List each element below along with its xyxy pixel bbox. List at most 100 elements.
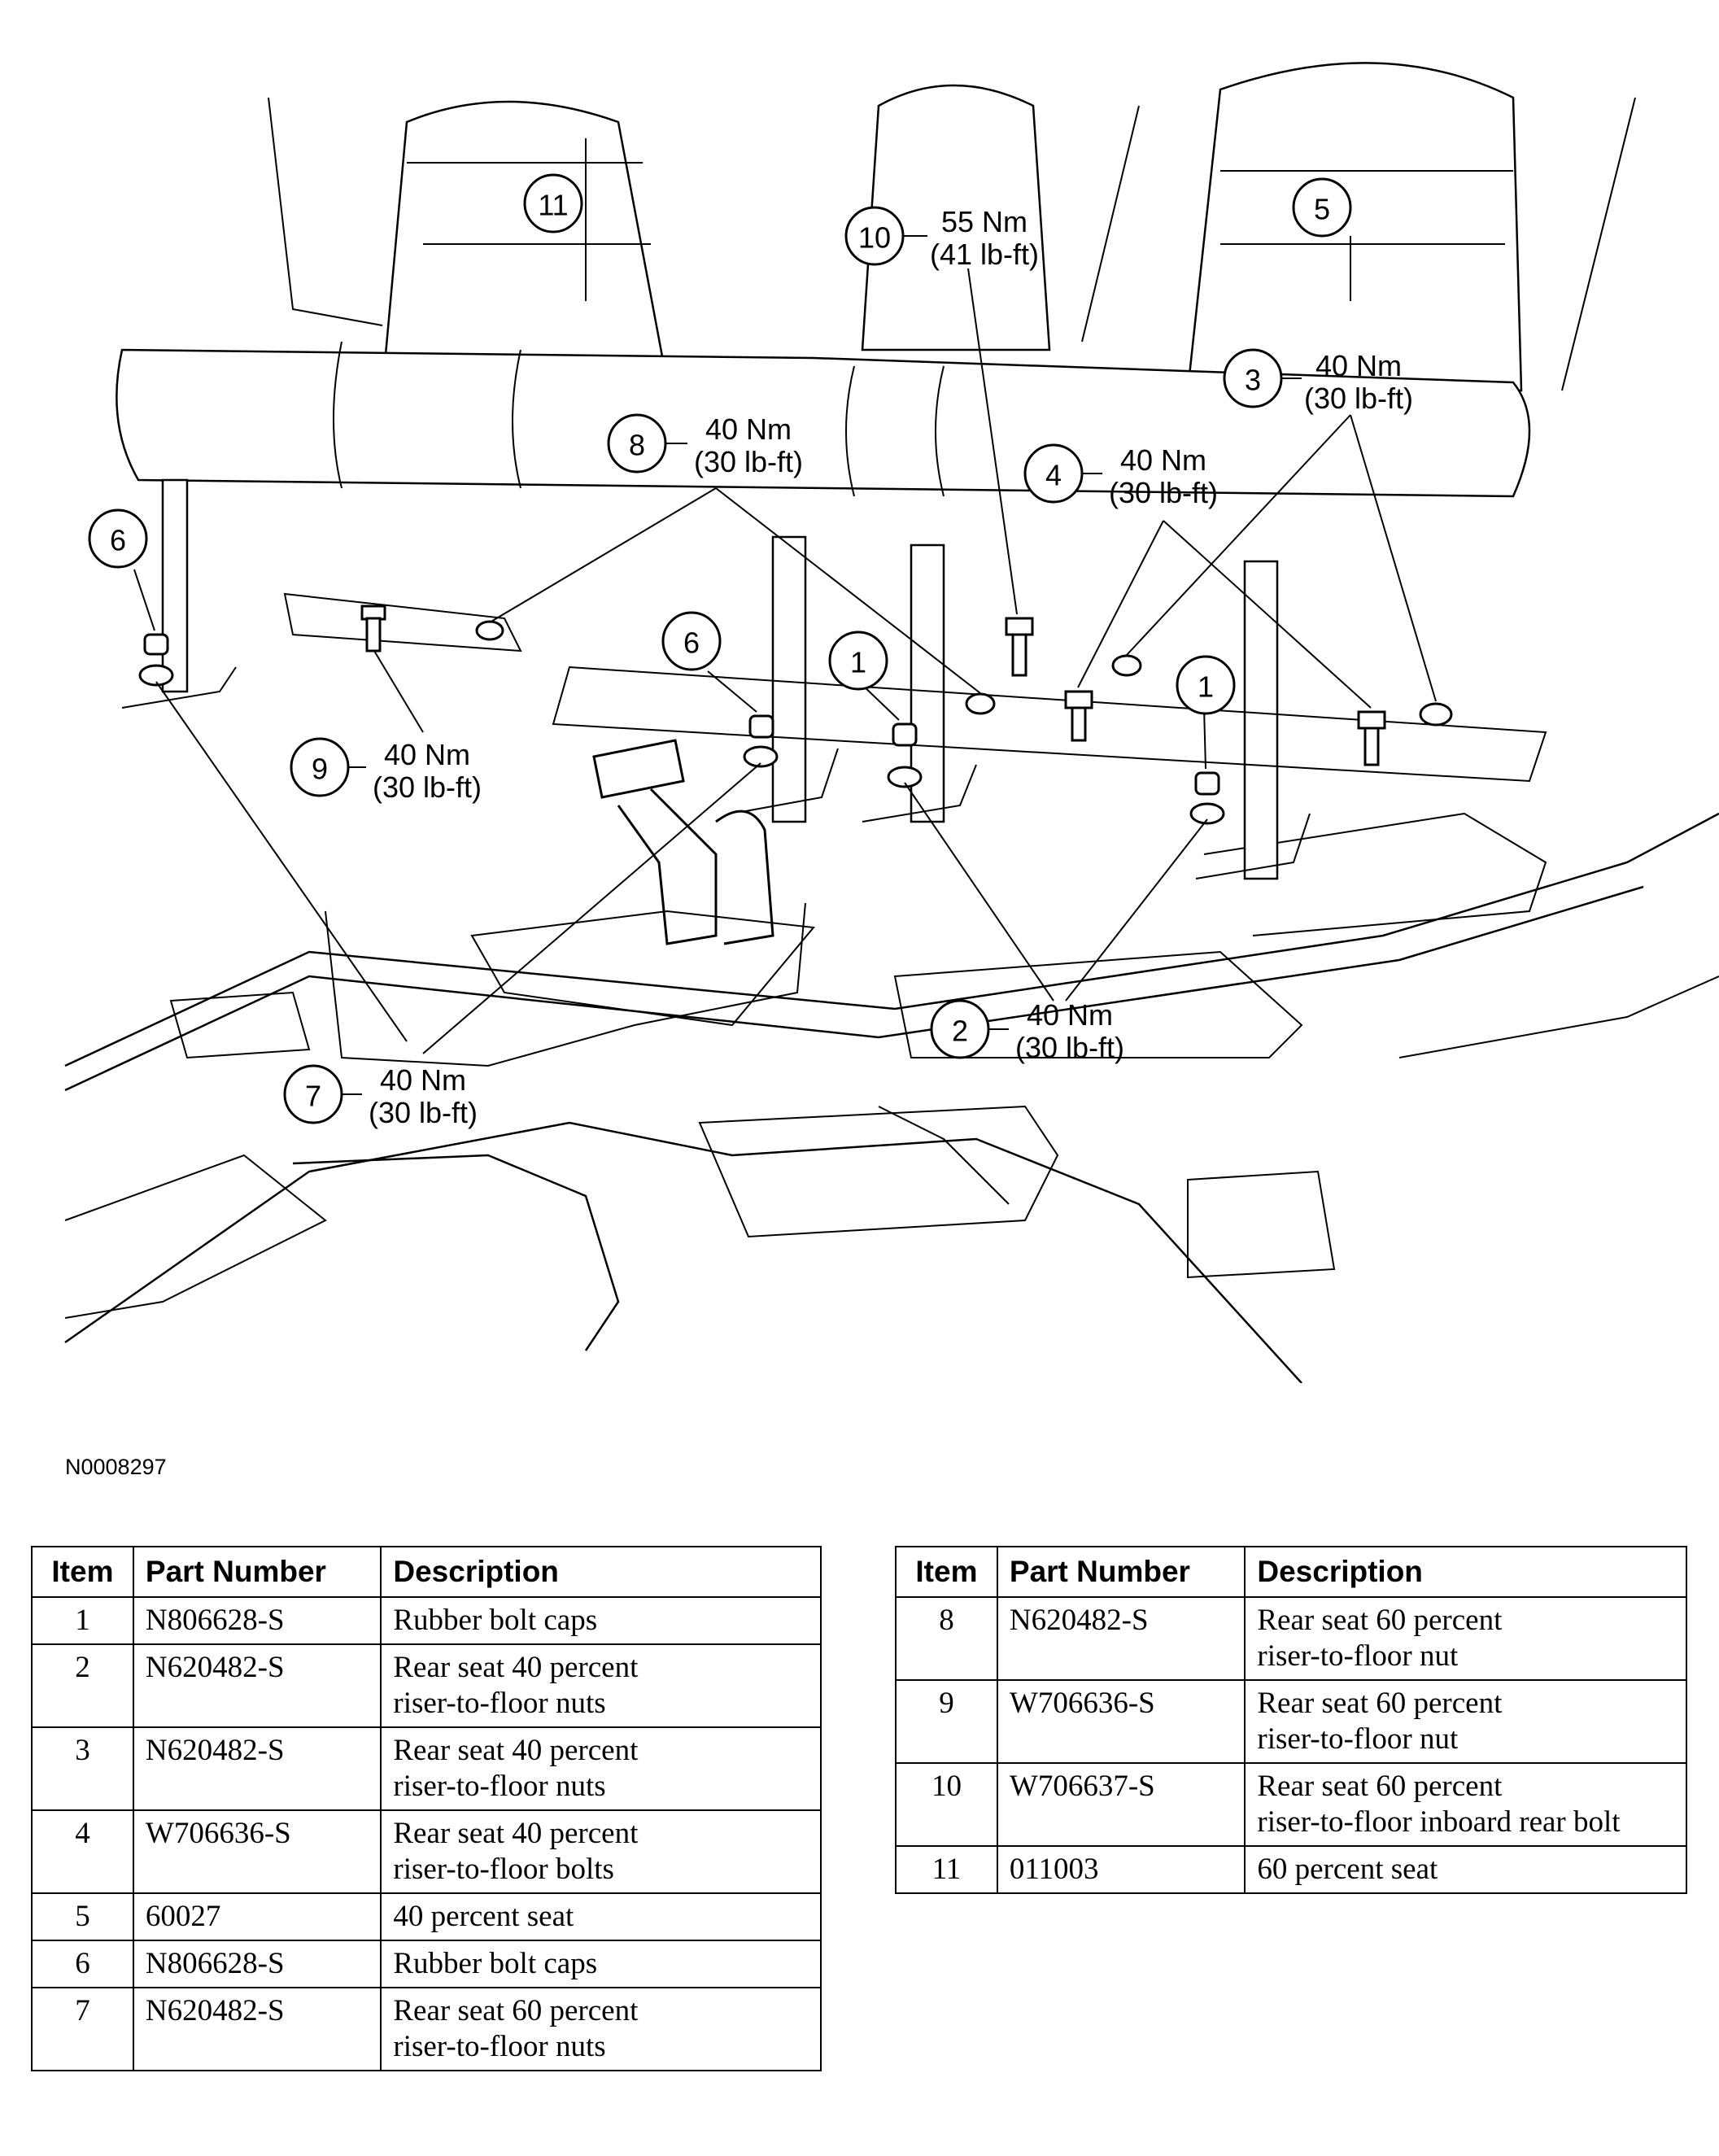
description-line: Rubber bolt caps [393,1947,598,1980]
item-cell: 5 [31,1892,134,1941]
part-number-cell: 60027 [132,1892,382,1941]
item-cell: 7 [31,1987,134,2071]
callout-1-right: 1 [1176,655,1236,715]
item-cell: 11 [895,1845,998,1894]
header-part-number: Part Number [132,1546,382,1598]
description-line: Rear seat 40 percent [393,1817,639,1850]
description-line: riser-to-floor nuts [393,1687,606,1720]
description-line: riser-to-floor nut [1257,1722,1459,1756]
part-number-cell: N620482-S [132,1643,382,1728]
description-line: Rear seat 60 percent [1257,1770,1503,1803]
svg-text:(30 lb-ft): (30 lb-ft) [1109,476,1218,509]
svg-text:7: 7 [305,1080,321,1113]
svg-text:40 Nm: 40 Nm [1120,443,1206,477]
nut-3a [1111,654,1142,677]
nut-cap-6b [743,714,779,768]
description-line: riser-to-floor bolts [393,1853,614,1886]
callout-2: 2 40 Nm (30 lb-ft) [930,998,1124,1064]
svg-text:(41 lb-ft): (41 lb-ft) [930,238,1039,271]
seat-risers [121,478,1547,880]
part-number-cell: N620482-S [132,1987,382,2071]
nut-cap-1a [887,722,923,788]
part-number-cell: W706636-S [132,1809,382,1894]
svg-text:(30 lb-ft): (30 lb-ft) [369,1096,478,1129]
description-line: riser-to-floor nuts [393,2030,606,2063]
callout-9: 9 40 Nm (30 lb-ft) [290,737,482,804]
fasteners [138,604,1453,825]
description-cell: Rubber bolt caps [380,1940,822,1988]
callout-6-center: 6 [661,611,722,671]
svg-text:3: 3 [1245,364,1261,397]
item-cell: 10 [895,1762,998,1847]
description-line: 60 percent seat [1257,1853,1438,1886]
leader-lines [133,138,1437,1054]
svg-text:40 Nm: 40 Nm [380,1063,466,1097]
header-description: Description [1244,1546,1687,1598]
callout-5: 5 [1292,177,1352,238]
part-number-cell: N806628-S [132,1596,382,1645]
table-row: 1 N806628-S Rubber bolt caps [31,1596,822,1645]
part-number-cell: N806628-S [132,1940,382,1988]
seat-backs [268,62,1636,392]
svg-text:40 Nm: 40 Nm [1027,998,1113,1032]
svg-text:10: 10 [858,221,891,255]
svg-text:40 Nm: 40 Nm [384,738,470,771]
svg-text:40 Nm: 40 Nm [705,412,792,446]
item-cell: 9 [895,1679,998,1764]
bolt-4a [1064,690,1093,742]
description-line: riser-to-floor nut [1257,1639,1459,1673]
nut-cap-1b [1189,771,1225,825]
svg-text:(30 lb-ft): (30 lb-ft) [1015,1031,1124,1064]
svg-text:4: 4 [1045,459,1062,492]
header-item: Item [31,1546,134,1598]
description-line: Rear seat 60 percent [1257,1604,1503,1637]
callout-11: 11 [523,173,583,233]
item-cell: 1 [31,1596,134,1645]
description-line: Rubber bolt caps [393,1604,598,1637]
item-cell: 6 [31,1940,134,1988]
description-line: Rear seat 40 percent [393,1734,639,1767]
table-row: 5 60027 40 percent seat [31,1892,822,1941]
item-cell: 8 [895,1596,998,1681]
header-description: Description [380,1546,822,1598]
svg-text:(30 lb-ft): (30 lb-ft) [1304,382,1413,415]
callout-3: 3 40 Nm (30 lb-ft) [1223,348,1413,415]
seat-installation-illustration: 11 10 55 Nm (41 lb-ft) 5 3 40 Nm (30 lb-… [64,62,1719,1383]
svg-text:6: 6 [110,524,126,557]
seat-belt-buckle [470,739,815,1027]
nut-3b [1419,702,1453,727]
callout-7: 7 40 Nm (30 lb-ft) [283,1063,478,1129]
svg-text:(30 lb-ft): (30 lb-ft) [694,445,803,478]
part-number-cell: 011003 [996,1845,1246,1894]
table-header-row: Item Part Number Description [31,1546,822,1598]
svg-text:8: 8 [629,429,645,462]
header-item: Item [895,1546,998,1598]
callout-8: 8 40 Nm (30 lb-ft) [607,412,803,478]
part-number-cell: W706637-S [996,1762,1246,1847]
seat-cushion [116,341,1531,498]
item-cell: 3 [31,1726,134,1811]
description-line: riser-to-floor inboard rear bolt [1257,1805,1621,1839]
svg-text:1: 1 [1198,670,1214,704]
svg-text:1: 1 [850,646,866,679]
nut-8b [965,692,996,715]
bolt-9 [360,604,386,652]
description-line: Rear seat 60 percent [393,1994,639,2027]
callout-4: 4 40 Nm (30 lb-ft) [1023,443,1218,509]
callout-6-left: 6 [88,508,148,569]
svg-text:5: 5 [1314,193,1330,226]
table-header-row: Item Part Number Description [895,1546,1687,1598]
description-line: riser-to-floor nuts [393,1770,606,1803]
callout-10: 10 55 Nm (41 lb-ft) [844,205,1039,271]
header-part-number: Part Number [996,1546,1246,1598]
